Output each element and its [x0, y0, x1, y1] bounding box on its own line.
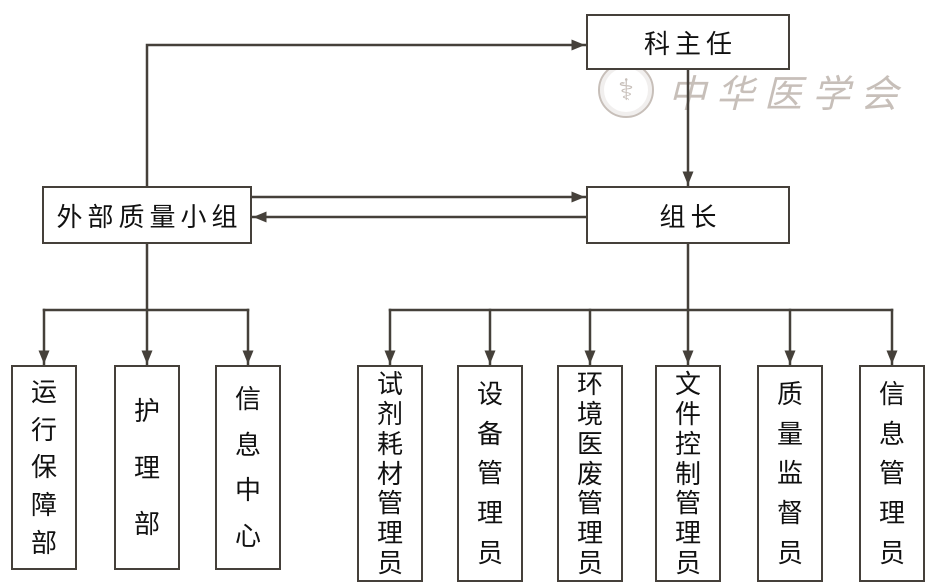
node-information-manager: 信息管理员 — [859, 365, 925, 582]
node-environment-medical-waste-manager: 环境医废管理员 — [557, 365, 623, 582]
node-equipment-manager-label: 设备管理员 — [476, 378, 503, 569]
leader-children-bus — [388, 242, 894, 312]
node-reagent-consumables-manager-label: 试剂耗材管理员 — [376, 368, 403, 579]
node-reagent-consumables-manager: 试剂耗材管理员 — [357, 365, 423, 582]
node-document-control-manager-label: 文件控制管理员 — [674, 368, 701, 579]
node-nursing-department-label: 护理部 — [133, 395, 160, 540]
external-children-bus — [42, 242, 250, 312]
watermark-text: 中华医学会 — [668, 71, 909, 116]
node-information-center-label: 信息中心 — [234, 384, 261, 551]
node-operations-support: 运行保障部 — [11, 365, 77, 570]
node-director-label: 科主任 — [643, 28, 737, 59]
node-leader-label: 组长 — [659, 201, 722, 232]
node-quality-supervisor-label: 质量监督员 — [776, 378, 803, 569]
node-information-manager-label: 信息管理员 — [878, 378, 905, 569]
node-environment-medical-waste-manager-label: 环境医废管理员 — [576, 368, 603, 579]
node-document-control-manager: 文件控制管理员 — [655, 365, 721, 582]
arrow-external-group-to-director — [145, 39, 587, 188]
node-director: 科主任 — [586, 14, 790, 70]
node-information-center: 信息中心 — [215, 365, 281, 570]
node-external-quality-group: 外部质量小组 — [42, 186, 252, 244]
node-nursing-department: 护理部 — [114, 365, 180, 570]
node-leader: 组长 — [586, 186, 790, 244]
node-external-quality-group-label: 外部质量小组 — [56, 201, 243, 232]
node-operations-support-label: 运行保障部 — [30, 376, 57, 559]
node-equipment-manager: 设备管理员 — [457, 365, 523, 582]
emblem-glyph-icon: ⚕ — [617, 73, 635, 107]
watermark: ⚕ 中华医学会 — [598, 62, 908, 118]
node-quality-supervisor: 质量监督员 — [757, 365, 823, 582]
